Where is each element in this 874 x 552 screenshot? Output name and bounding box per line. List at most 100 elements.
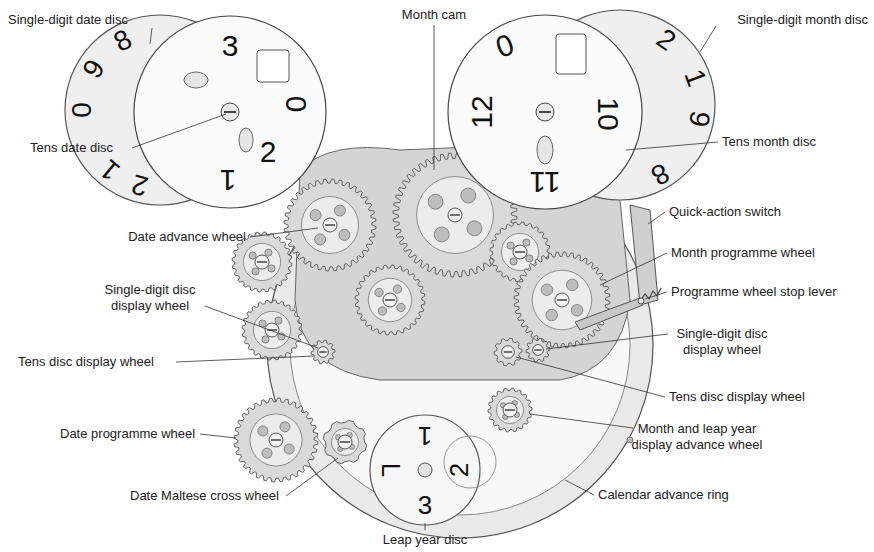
screw-slot (505, 409, 515, 411)
month-discs (448, 15, 642, 209)
part-label: Date programme wheel (60, 426, 195, 442)
month-discs (448, 10, 715, 209)
month-discs (537, 136, 553, 164)
part-label: Tens month disc (722, 134, 816, 150)
part-label: Month cam (402, 7, 466, 23)
part-label: Quick-action switch (669, 204, 781, 220)
gear-teeth (488, 388, 532, 432)
gear-cutout (258, 426, 268, 436)
gear-wheel (284, 179, 376, 271)
disc-numeral: 11 (515, 167, 575, 197)
gear-cutout (541, 284, 553, 296)
leader-lines (434, 25, 435, 170)
screw-slot (257, 261, 267, 263)
gear-cutout (461, 188, 476, 203)
disc-numeral: 9 (680, 87, 718, 151)
gear-cutout (249, 252, 256, 259)
gear-cutout (526, 255, 533, 262)
gear-cutout (375, 288, 383, 296)
gear-cutout (467, 221, 482, 236)
screw-head (448, 208, 462, 222)
gear-cutout (278, 333, 285, 340)
disc-numeral: 2 (633, 11, 698, 68)
gear-teeth (284, 179, 376, 271)
screw-head (323, 218, 337, 232)
date-discs (221, 103, 239, 121)
part-label: Tens disc display wheel (18, 354, 154, 370)
programme-wheel-stop-lever (575, 298, 643, 330)
screw-slot (557, 299, 567, 301)
leader-lines (132, 25, 718, 530)
gear-cutout (275, 317, 282, 324)
gear-hub (250, 414, 302, 466)
disc-numeral: 1 (672, 45, 719, 111)
gear-wheel (234, 398, 318, 482)
gear-wheel (514, 252, 610, 348)
screw-slot (450, 214, 460, 216)
gear-hub (496, 396, 523, 423)
disc-numeral: L (378, 440, 404, 500)
leader-lines (565, 480, 594, 495)
leader-lines (205, 306, 318, 348)
gear-cutout (334, 205, 345, 216)
date-discs (224, 111, 236, 113)
date-discs (134, 16, 326, 208)
leader-lines (648, 212, 665, 224)
month-discs (539, 111, 551, 113)
disc-numeral: 0 (68, 80, 96, 140)
leader-lines (546, 334, 668, 349)
gear-hub (253, 311, 290, 348)
date-discs (257, 50, 289, 82)
gear-teeth (234, 398, 318, 482)
part-label: Date advance wheel (128, 229, 246, 245)
screw-head (503, 403, 517, 417)
disc-numeral: 9 (66, 36, 122, 102)
part-label: Single-digit disc display wheel (85, 282, 215, 314)
gear-wheel (494, 338, 522, 366)
programme-wheel-stop-lever (638, 298, 644, 304)
gear-cutout (280, 422, 290, 432)
gear-hub (301, 196, 358, 253)
part-label: Tens disc display wheel (669, 389, 805, 405)
gear-teeth (514, 252, 610, 348)
leap-year-disc (370, 415, 496, 525)
gear-cutout (397, 303, 405, 311)
gear-wheel (242, 300, 302, 360)
screw-slot (504, 351, 512, 353)
gear-teeth (355, 265, 425, 335)
leader-lines (176, 356, 314, 362)
screw-head (255, 255, 269, 269)
gear-teeth (494, 338, 522, 366)
gear-hub (417, 177, 494, 254)
gear-cutout (262, 336, 269, 343)
leader-lines (516, 357, 665, 397)
gear-cutout (523, 239, 530, 246)
part-label: Date Maltese cross wheel (130, 488, 279, 504)
month-discs (556, 34, 586, 74)
disc-numeral: 1 (395, 423, 455, 449)
gear-hub (243, 243, 280, 280)
screw-slot (271, 439, 281, 441)
leader-lines (530, 414, 633, 428)
gear-cutout (378, 307, 386, 315)
disc-numeral: 2 (446, 440, 472, 500)
leader-lines (132, 114, 226, 148)
screw-head (533, 345, 544, 356)
screw-head (269, 433, 283, 447)
gear-cutout (310, 210, 321, 221)
gear-teeth (526, 338, 550, 362)
gear-cutout (262, 448, 272, 458)
leader-lines (425, 523, 426, 530)
gear-cutout (571, 305, 583, 317)
gear-wheel (323, 420, 366, 463)
date-discs (239, 128, 253, 152)
gear-wheel (311, 340, 335, 364)
month-discs (536, 103, 554, 121)
part-label: Leap year disc (383, 532, 468, 548)
leader-lines (250, 228, 318, 237)
gear-cutout (265, 249, 272, 256)
gear-wheel (526, 338, 550, 362)
